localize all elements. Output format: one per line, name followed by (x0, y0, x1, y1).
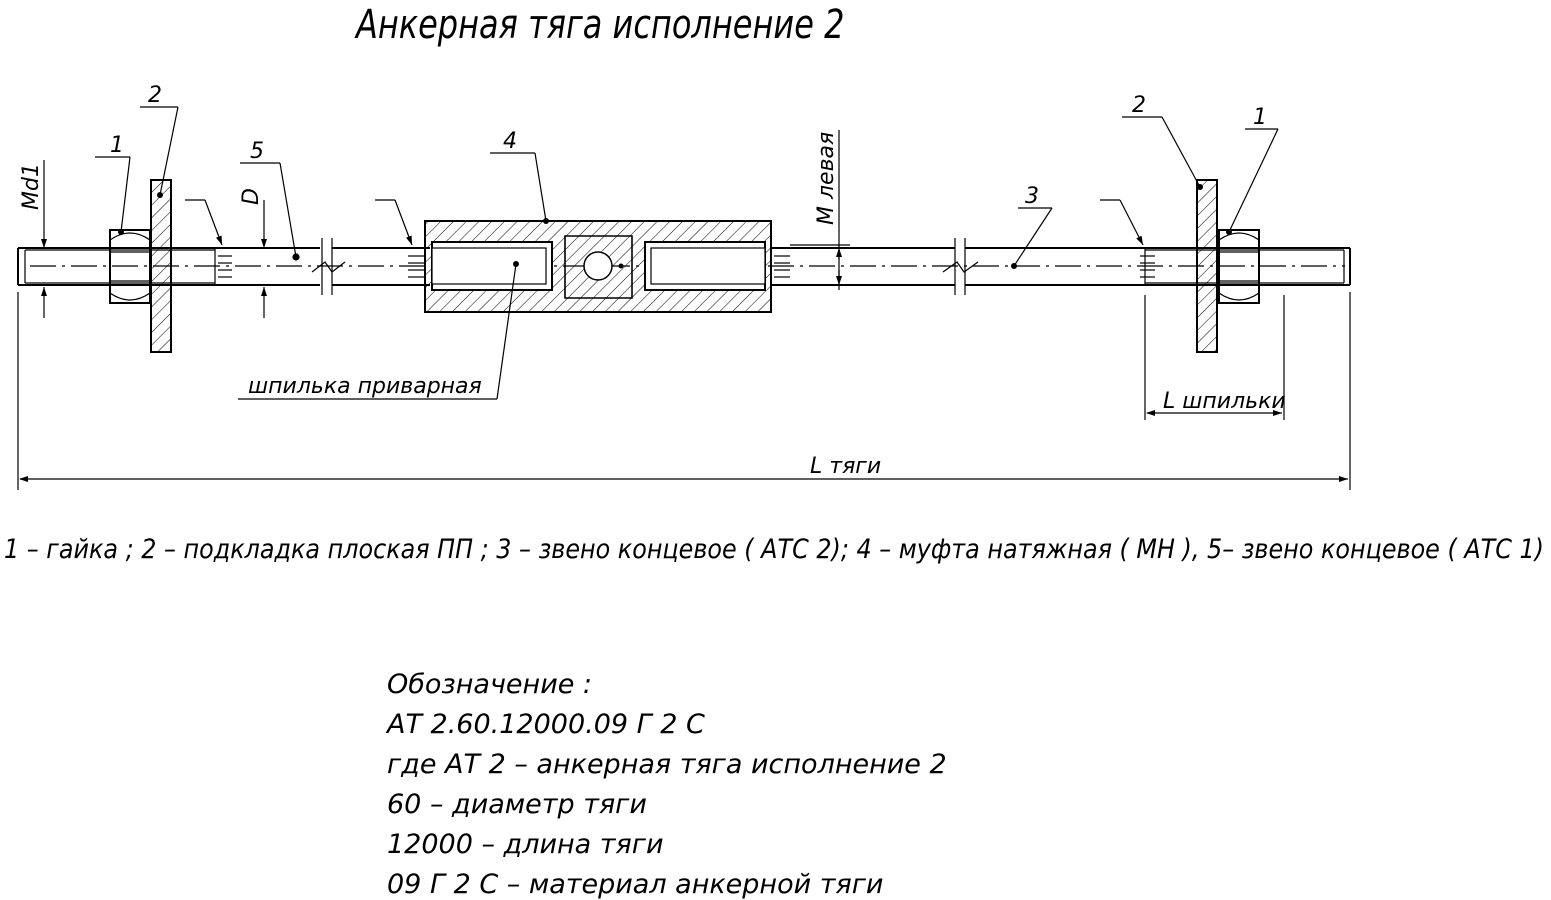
designation-diameter: 60 – диаметр тяги (387, 789, 647, 820)
callout-4: 4 (503, 129, 517, 154)
l-stud-dimension (1144, 295, 1285, 420)
drawing-title: Анкерная тяга исполнение 2 (354, 0, 844, 47)
designation-code: АТ 2.60.12000.09 Г 2 С (385, 709, 705, 740)
md1-label: Md1 (19, 163, 44, 210)
right-plate (1196, 179, 1218, 353)
callout-2-right: 2 (1132, 93, 1146, 118)
designation-length: 12000 – длина тяги (387, 829, 664, 860)
callout-leaders (95, 106, 1279, 400)
callout-5: 5 (250, 139, 264, 164)
left-plate (150, 179, 172, 353)
parts-legend: 1 – гайка ; 2 – подкладка плоская ПП ; 3… (4, 534, 1544, 565)
l-rod-dimension (17, 292, 1351, 490)
middle-left-rod (332, 247, 430, 286)
callout-1-left: 1 (110, 133, 124, 158)
callout-1-right: 1 (1253, 105, 1267, 130)
l-stud-label: L шпильки (1163, 389, 1286, 414)
stud-welded-label: шпилька приварная (248, 374, 482, 399)
callout-3: 3 (1025, 184, 1039, 209)
designation-material: 09 Г 2 С – материал анкерной тяги (387, 869, 883, 900)
l-rod-label: L тяги (810, 454, 881, 479)
designation-heading: Обозначение : (387, 669, 592, 700)
break-mark-left (311, 238, 346, 295)
right-rod-end (965, 247, 1351, 286)
m-left-label: M левая (814, 132, 839, 225)
callout-2-left: 2 (148, 83, 162, 108)
m-left-dimension (790, 130, 850, 290)
designation-at2: где АТ 2 – анкерная тяга исполнение 2 (387, 749, 947, 780)
tension-coupling (424, 218, 790, 313)
d-label: D (239, 188, 264, 205)
